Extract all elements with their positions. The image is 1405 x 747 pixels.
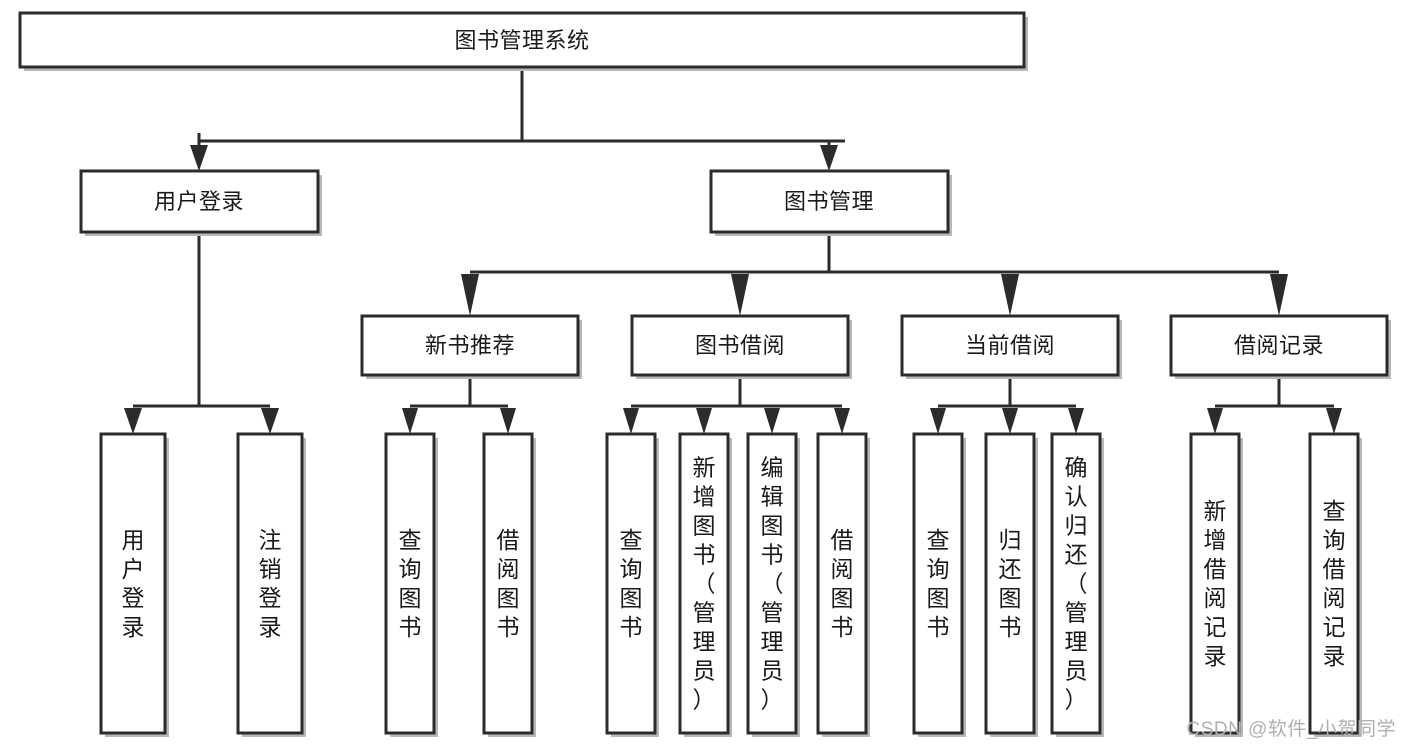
- arrow-to-book-management: [820, 145, 838, 171]
- new-book-recommendation-label: 新书推荐: [425, 333, 515, 358]
- leaf-label: 查询图书: [620, 527, 643, 640]
- book-borrow-label: 图书借阅: [695, 333, 785, 358]
- leaf-node[interactable]: 新增借阅记录: [1189, 432, 1243, 737]
- node-book-management[interactable]: 图书管理: [709, 169, 952, 236]
- arrow-borrow-leaf-1: [623, 408, 639, 434]
- node-book-borrow[interactable]: 图书借阅: [630, 314, 852, 379]
- leaf-label: 查询图书: [399, 527, 422, 640]
- arrow-to-leaf-user-login: [124, 408, 142, 434]
- leaf-node[interactable]: 注销登录: [236, 432, 306, 737]
- leaf-box: [984, 432, 1036, 735]
- arrow-current-leaf-2: [1002, 408, 1018, 434]
- leaf-node[interactable]: 归还图书: [984, 432, 1038, 737]
- leaf-node[interactable]: 用户登录: [99, 432, 169, 737]
- leaf-label: 新增借阅记录: [1204, 498, 1227, 669]
- arrow-to-borrow-record: [1270, 274, 1288, 316]
- leaf-node[interactable]: 借阅图书: [482, 432, 536, 737]
- book-management-box: [709, 169, 950, 234]
- leaf-box: [816, 432, 868, 735]
- node-root-book-management-system[interactable]: 图书管理系统: [18, 11, 1028, 71]
- leaf-node-layer: 用户登录 注销登录 查询图书 借阅图书 查询图书 新增图书（管理员） 编辑图书（管理员） 借阅…: [99, 432, 1362, 737]
- leaf-box: [99, 432, 167, 735]
- leaf-node[interactable]: 新增图书（管理员）: [678, 432, 732, 737]
- new-book-recommendation-box: [360, 314, 580, 377]
- leaf-label: 归还图书: [999, 527, 1022, 640]
- arrow-borrow-leaf-2: [696, 408, 712, 434]
- leaf-label: 用户登录: [122, 527, 145, 640]
- leaf-label: 查询借阅记录: [1323, 498, 1346, 669]
- current-borrow-box: [900, 314, 1120, 377]
- node-new-book-recommendation[interactable]: 新书推荐: [360, 314, 582, 379]
- leaf-label: 新增图书（管理员）: [693, 455, 716, 713]
- arrow-record-leaf-1: [1207, 408, 1223, 434]
- book-management-label: 图书管理: [784, 189, 874, 214]
- arrow-record-leaf-2: [1326, 408, 1342, 434]
- leaf-node[interactable]: 查询图书: [912, 432, 966, 737]
- current-borrow-label: 当前借阅: [965, 333, 1055, 358]
- leaf-node[interactable]: 借阅图书: [816, 432, 870, 737]
- arrow-recommend-leaf-1: [402, 408, 418, 434]
- arrow-recommend-leaf-2: [500, 408, 516, 434]
- arrow-borrow-leaf-4: [834, 408, 850, 434]
- leaf-label: 借阅图书: [497, 527, 520, 640]
- arrow-to-book-borrow: [731, 274, 749, 316]
- arrow-current-leaf-1: [930, 408, 946, 434]
- leaf-node[interactable]: 查询图书: [605, 432, 659, 737]
- node-borrow-record[interactable]: 借阅记录: [1169, 314, 1391, 379]
- user-login-label: 用户登录: [154, 189, 244, 214]
- leaf-box: [746, 432, 798, 735]
- leaf-label: 编辑图书（管理员）: [761, 455, 784, 713]
- leaf-box: [678, 432, 730, 735]
- leaf-box: [482, 432, 534, 735]
- root-box: [18, 11, 1026, 69]
- leaf-box: [912, 432, 964, 735]
- arrow-to-user-login: [190, 145, 208, 171]
- borrow-record-label: 借阅记录: [1234, 333, 1324, 358]
- leaf-node[interactable]: 查询图书: [384, 432, 438, 737]
- leaf-node[interactable]: 查询借阅记录: [1308, 432, 1362, 737]
- node-user-login[interactable]: 用户登录: [79, 169, 322, 236]
- leaf-box: [236, 432, 304, 735]
- leaf-box: [1050, 432, 1102, 735]
- leaf-node[interactable]: 确认归还（管理员）: [1050, 432, 1104, 737]
- leaf-label: 确认归还（管理员）: [1065, 455, 1088, 713]
- user-login-box: [79, 169, 320, 234]
- arrow-borrow-leaf-3: [764, 408, 780, 434]
- arrow-to-new-book-recommend: [461, 274, 479, 316]
- leaf-box: [384, 432, 436, 735]
- leaf-box: [1189, 432, 1241, 735]
- arrow-current-leaf-3: [1068, 408, 1084, 434]
- borrow-record-box: [1169, 314, 1389, 377]
- leaf-box: [1308, 432, 1360, 735]
- leaf-label: 注销登录: [259, 527, 282, 640]
- leaf-node[interactable]: 编辑图书（管理员）: [746, 432, 800, 737]
- leaf-box: [605, 432, 657, 735]
- book-borrow-box: [630, 314, 850, 377]
- root-label: 图书管理系统: [454, 28, 589, 53]
- leaf-label: 查询图书: [927, 527, 950, 640]
- node-current-borrow[interactable]: 当前借阅: [900, 314, 1122, 379]
- arrow-to-leaf-logout: [261, 408, 279, 434]
- arrow-to-current-borrow: [1001, 274, 1019, 316]
- leaf-label: 借阅图书: [831, 527, 854, 640]
- connector-layer: [124, 67, 1342, 434]
